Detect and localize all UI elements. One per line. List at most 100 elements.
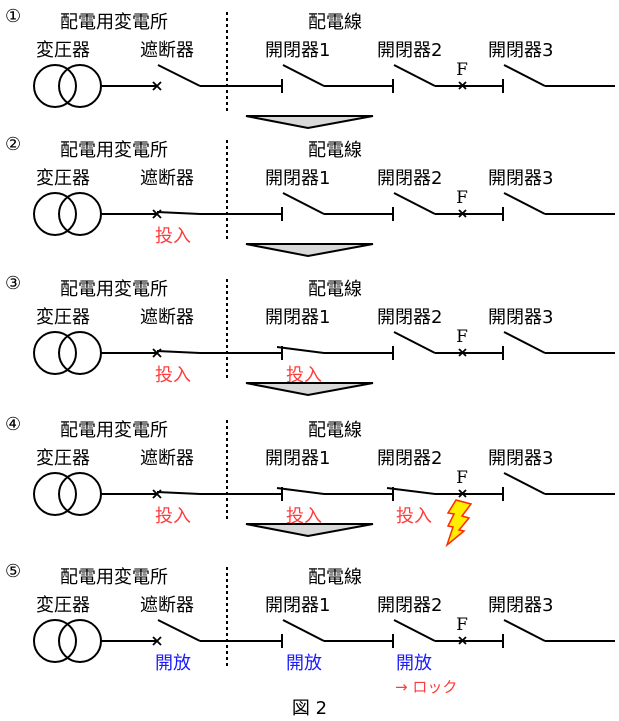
breaker-blade-open xyxy=(157,619,201,642)
switch1-label: 開閉器1 xyxy=(265,40,330,61)
substation-label: 配電用変電所 xyxy=(60,420,168,441)
step-arrow-icon xyxy=(245,523,374,538)
switch1-action-label: 投入 xyxy=(286,365,322,386)
step-arrow-icon xyxy=(245,382,374,397)
step-number: ③ xyxy=(5,273,21,294)
switch3-label: 開閉器3 xyxy=(488,40,553,61)
transformer-label: 変圧器 xyxy=(36,595,90,616)
switch2-label: 開閉器2 xyxy=(377,595,442,616)
breaker-terminal-icon xyxy=(152,636,162,646)
switch3-label: 開閉器3 xyxy=(488,595,553,616)
breaker-terminal-icon xyxy=(152,81,162,91)
transformer-label: 変圧器 xyxy=(36,448,90,469)
distribution-line-label: 配電線 xyxy=(308,420,362,441)
switch1-blade-open xyxy=(282,192,325,215)
switch3-blade-open xyxy=(503,64,546,87)
step-number: ① xyxy=(5,6,21,27)
breaker-blade-closed xyxy=(156,350,201,354)
step-number: ⑤ xyxy=(5,561,21,582)
fault-point-label: F xyxy=(456,615,468,635)
switch1-blade-closed xyxy=(276,346,325,354)
fault-point-icon xyxy=(458,489,467,498)
substation-label: 配電用変電所 xyxy=(60,279,168,300)
transformer-coil-icon xyxy=(33,331,77,375)
breaker-label: 遮断器 xyxy=(140,595,194,616)
switch2-label: 開閉器2 xyxy=(377,448,442,469)
transformer-coil-icon xyxy=(58,192,102,236)
transformer-coil-icon xyxy=(33,192,77,236)
figure-caption: 図 2 xyxy=(291,698,328,719)
switch2-blade-open xyxy=(393,619,436,642)
switch3-label: 開閉器3 xyxy=(488,448,553,469)
switch1-blade-closed xyxy=(276,487,325,495)
breaker-action-label: 開放 xyxy=(155,653,191,674)
transformer-label: 変圧器 xyxy=(36,168,90,189)
transformer-coil-icon xyxy=(33,64,77,108)
switch2-blade-closed xyxy=(386,487,436,495)
step-number: ④ xyxy=(5,414,21,435)
fault-point-icon xyxy=(458,209,467,218)
switch3-blade-open xyxy=(503,192,546,215)
breaker-blade-open xyxy=(157,64,201,87)
fault-point-icon xyxy=(458,636,467,645)
switch2-label: 開閉器2 xyxy=(377,40,442,61)
breaker-blade-closed xyxy=(156,491,201,495)
switch3-blade-open xyxy=(503,331,546,354)
switch2-blade-open xyxy=(393,64,436,87)
fault-point-label: F xyxy=(456,188,468,208)
switch2-blade-open xyxy=(393,192,436,215)
switch2-blade-open xyxy=(393,331,436,354)
switch1-label: 開閉器1 xyxy=(265,595,330,616)
switch3-blade-open xyxy=(503,619,546,642)
transformer-coil-icon xyxy=(58,472,102,516)
switch3-label: 開閉器3 xyxy=(488,168,553,189)
lock-label: → ロック xyxy=(395,678,457,696)
switch1-action-label: 開放 xyxy=(286,653,322,674)
step-number: ② xyxy=(5,134,21,155)
breaker-blade-closed xyxy=(156,211,201,215)
substation-label: 配電用変電所 xyxy=(60,140,168,161)
distribution-line-label: 配電線 xyxy=(308,12,362,33)
switch1-blade-open xyxy=(282,619,325,642)
breaker-label: 遮断器 xyxy=(140,40,194,61)
substation-label: 配電用変電所 xyxy=(60,12,168,33)
switch1-action-label: 投入 xyxy=(286,506,322,527)
breaker-action-label: 投入 xyxy=(155,506,191,527)
transformer-coil-icon xyxy=(33,472,77,516)
transformer-label: 変圧器 xyxy=(36,40,90,61)
lightning-fault-icon xyxy=(445,499,473,548)
transformer-coil-icon xyxy=(58,331,102,375)
switch3-blade-open xyxy=(503,472,546,495)
fault-point-icon xyxy=(458,348,467,357)
distribution-line-label: 配電線 xyxy=(308,140,362,161)
fault-point-label: F xyxy=(456,60,468,80)
breaker-label: 遮断器 xyxy=(140,307,194,328)
breaker-action-label: 投入 xyxy=(155,365,191,386)
switch1-label: 開閉器1 xyxy=(265,168,330,189)
transformer-coil-icon xyxy=(33,619,77,663)
distribution-line-label: 配電線 xyxy=(308,567,362,588)
switch1-label: 開閉器1 xyxy=(265,307,330,328)
fault-point-label: F xyxy=(456,468,468,488)
switch2-label: 開閉器2 xyxy=(377,168,442,189)
switch1-blade-open xyxy=(282,64,325,87)
step-arrow-icon xyxy=(245,115,374,130)
switch2-action-label: 投入 xyxy=(396,506,432,527)
transformer-coil-icon xyxy=(58,619,102,663)
switch2-action-label: 開放 xyxy=(396,653,432,674)
distribution-line-label: 配電線 xyxy=(308,279,362,300)
substation-label: 配電用変電所 xyxy=(60,567,168,588)
switch1-label: 開閉器1 xyxy=(265,448,330,469)
fault-point-label: F xyxy=(456,327,468,347)
breaker-label: 遮断器 xyxy=(140,168,194,189)
step-arrow-icon xyxy=(245,243,374,258)
switch3-label: 開閉器3 xyxy=(488,307,553,328)
breaker-label: 遮断器 xyxy=(140,448,194,469)
switch2-label: 開閉器2 xyxy=(377,307,442,328)
